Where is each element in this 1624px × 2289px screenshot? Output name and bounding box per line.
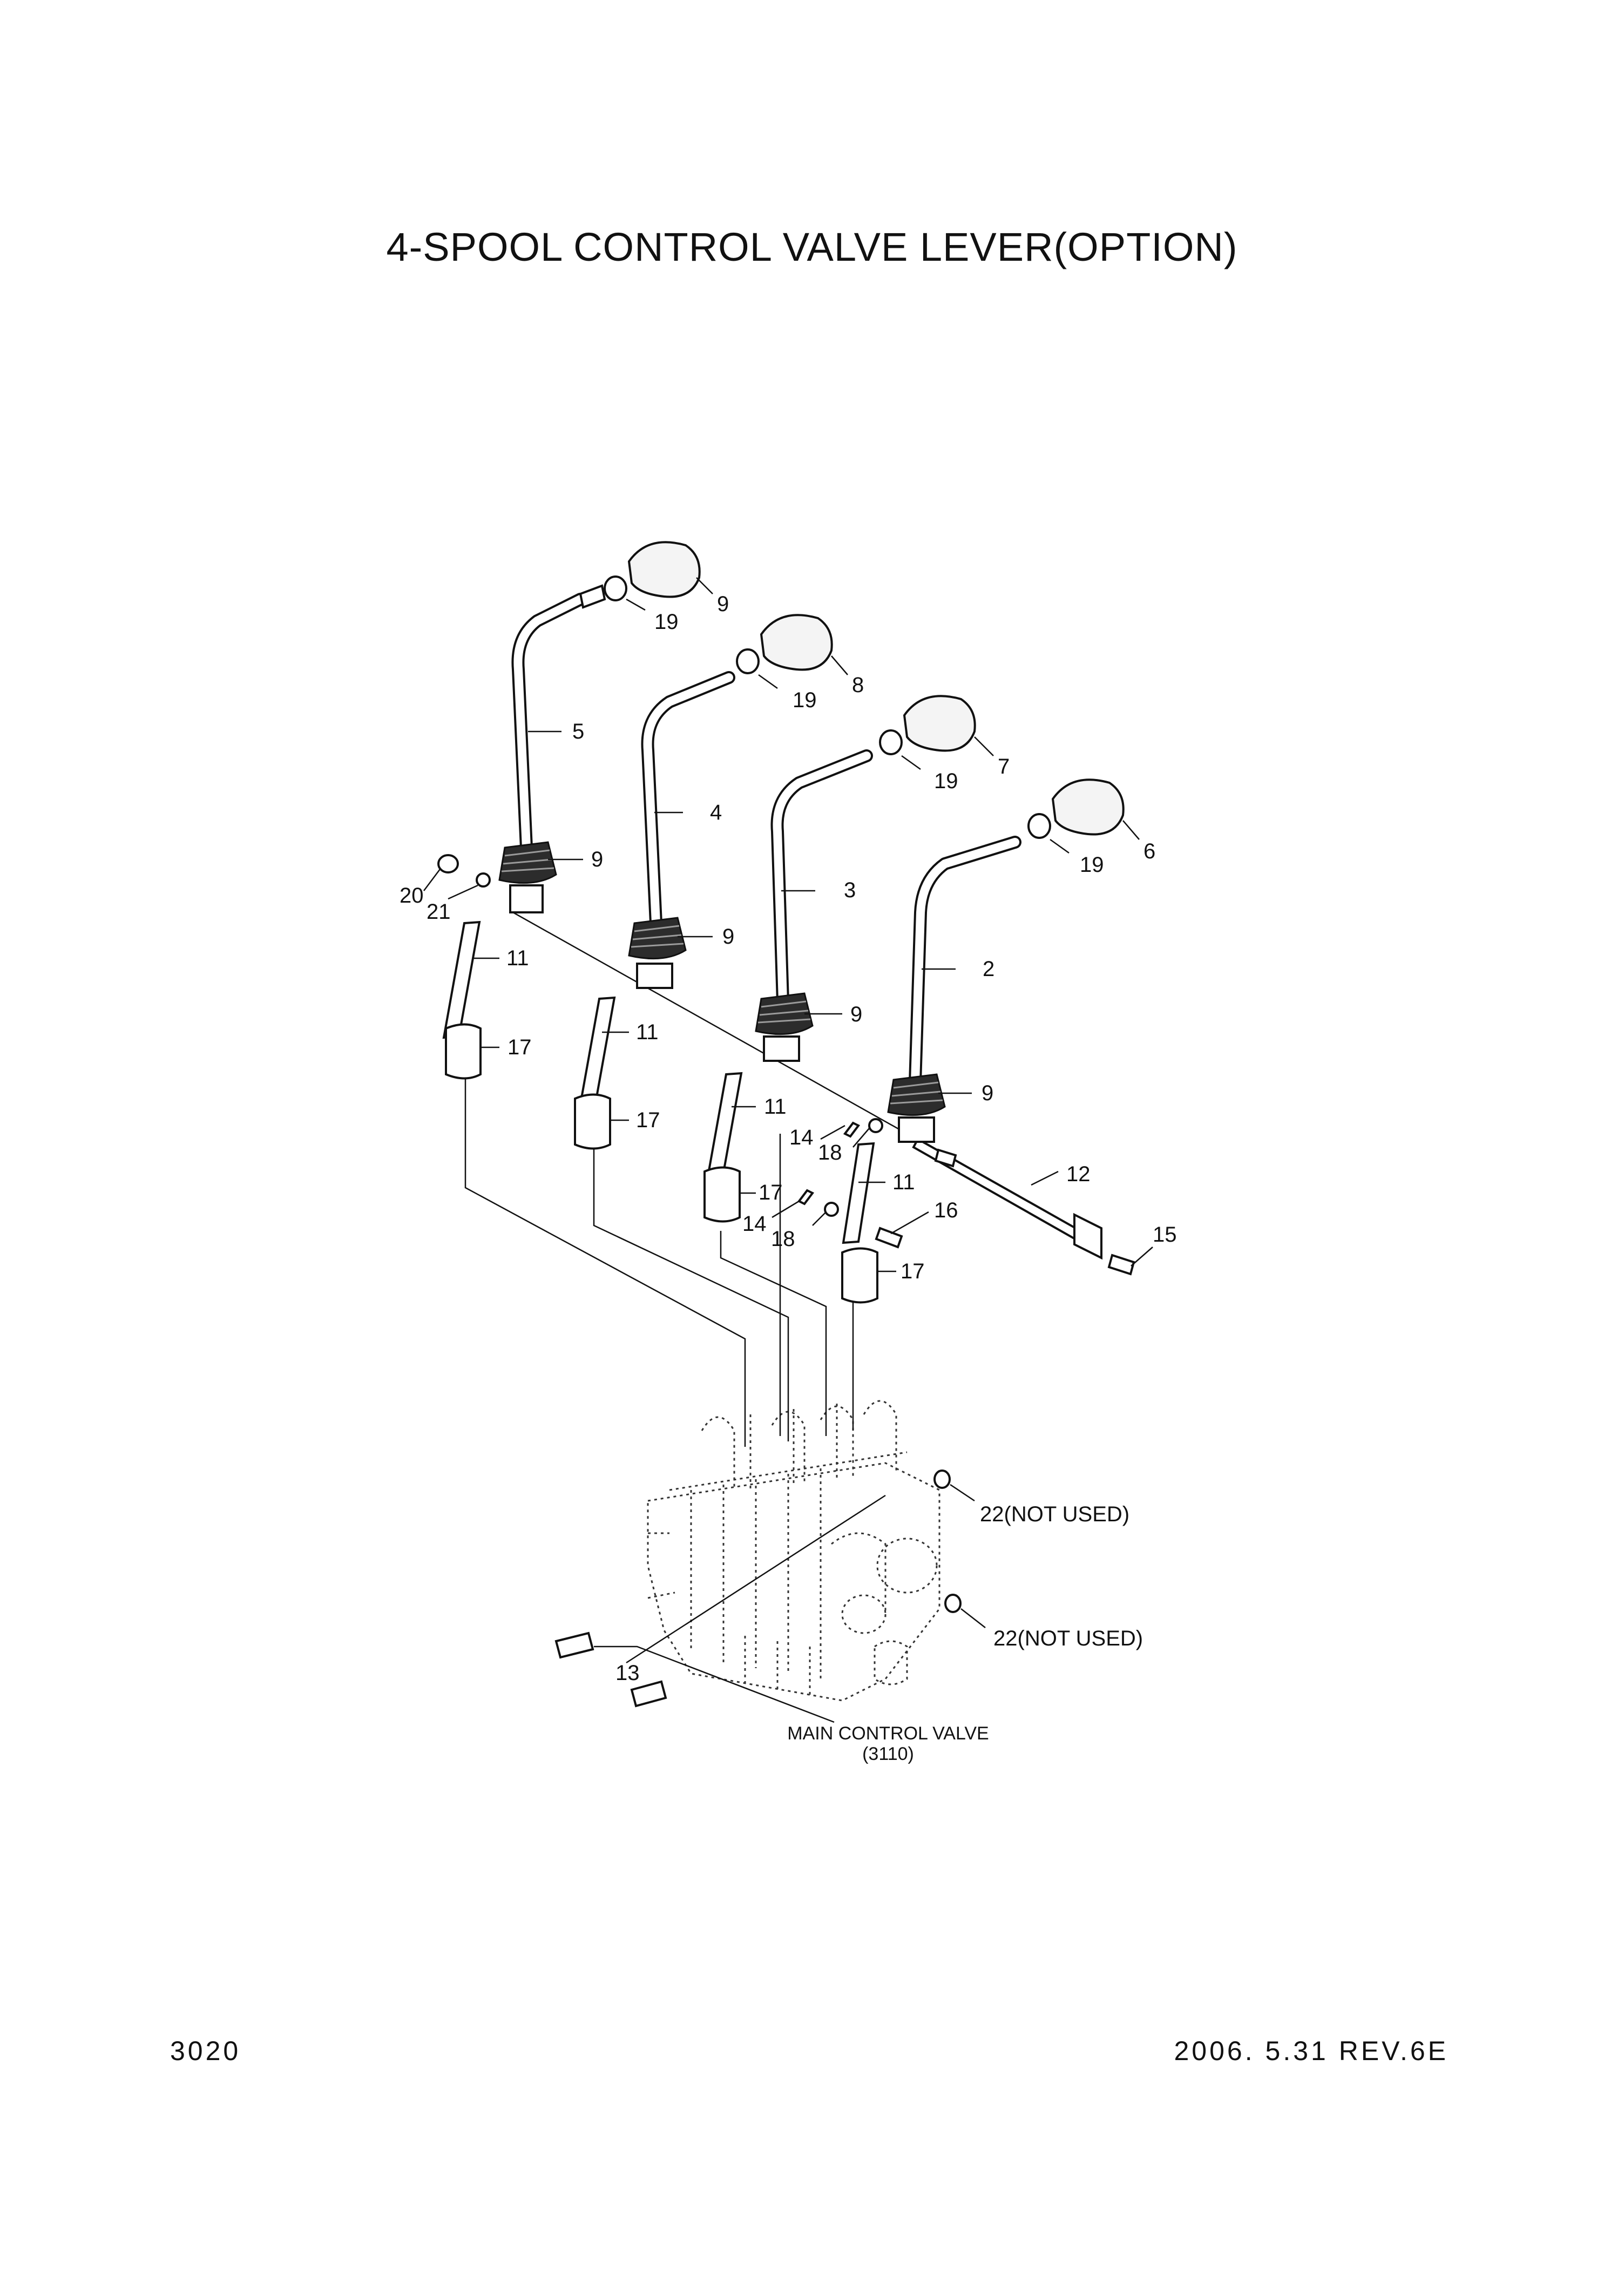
callout-11-link-a: 11 xyxy=(506,946,529,970)
callout-19-lever-3: 19 xyxy=(934,769,958,793)
callout-17-boot-c: 17 xyxy=(759,1181,783,1204)
callout-labels: 9 19 8 19 7 19 6 19 5 4 3 2 9 9 9 9 11 1… xyxy=(400,592,1177,1764)
callout-19-lever-4: 19 xyxy=(793,688,817,712)
callout-17-boot-b: 17 xyxy=(636,1108,660,1132)
callout-leaders xyxy=(423,577,1153,1723)
callout-9-boot-lever-3: 9 xyxy=(850,1003,862,1026)
boot-to-valve-lines xyxy=(464,1069,854,1447)
revision-date: 2006. 5.31 REV.6E xyxy=(1174,2036,1449,2066)
callout-20-nut: 20 xyxy=(400,884,424,908)
callout-9-knob-lever-5: 9 xyxy=(717,592,729,616)
callout-18-washer-a: 18 xyxy=(818,1141,842,1164)
callout-6-knob: 6 xyxy=(1143,839,1155,863)
lever-2-assembly xyxy=(841,778,1125,1304)
small-hardware xyxy=(554,1118,1135,1708)
callout-2-lever: 2 xyxy=(983,957,994,981)
callout-15-bolt: 15 xyxy=(1153,1223,1177,1247)
page-title: 4-SPOOL CONTROL VALVE LEVER(OPTION) xyxy=(386,225,1238,269)
lever-3-assembly xyxy=(703,695,976,1223)
callout-14-pin-b: 14 xyxy=(742,1212,767,1236)
callout-12-shaft: 12 xyxy=(1066,1162,1091,1186)
callout-14-pin-a: 14 xyxy=(789,1126,814,1149)
page-number: 3020 xyxy=(170,2036,241,2066)
callout-19-lever-5: 19 xyxy=(654,610,679,634)
cross-shaft xyxy=(512,911,1102,1260)
callout-16-pin: 16 xyxy=(934,1198,958,1222)
callout-9-boot-lever-4: 9 xyxy=(722,925,734,949)
callout-11-link-c: 11 xyxy=(764,1095,787,1119)
callout-22-lower: 22(NOT USED) xyxy=(993,1627,1143,1650)
main-control-valve-drawing xyxy=(647,1400,940,1702)
callout-17-boot-a: 17 xyxy=(508,1035,532,1059)
main-control-valve-label: MAIN CONTROL VALVE xyxy=(787,1723,989,1744)
callout-7-knob: 7 xyxy=(998,755,1010,778)
callout-9-boot-lever-5: 9 xyxy=(591,848,603,871)
callout-21-washer: 21 xyxy=(427,900,451,924)
callout-17-boot-d: 17 xyxy=(901,1259,925,1283)
callout-11-link-d: 11 xyxy=(892,1170,915,1194)
lever-5-assembly xyxy=(437,541,701,1080)
callout-4-lever: 4 xyxy=(710,801,722,824)
lever-4-assembly xyxy=(574,614,833,1150)
callout-22-upper: 22(NOT USED) xyxy=(980,1502,1129,1526)
callout-3-lever: 3 xyxy=(844,878,856,902)
callout-9-boot-lever-2: 9 xyxy=(982,1081,993,1105)
callout-13-bolt: 13 xyxy=(615,1661,640,1685)
callout-11-link-b: 11 xyxy=(636,1020,659,1044)
callout-8-knob: 8 xyxy=(852,673,864,697)
callout-19-lever-2: 19 xyxy=(1080,853,1104,877)
callout-18-washer-b: 18 xyxy=(771,1227,795,1251)
callout-5-lever: 5 xyxy=(572,720,584,743)
main-control-valve-ref: (3110) xyxy=(862,1744,914,1764)
